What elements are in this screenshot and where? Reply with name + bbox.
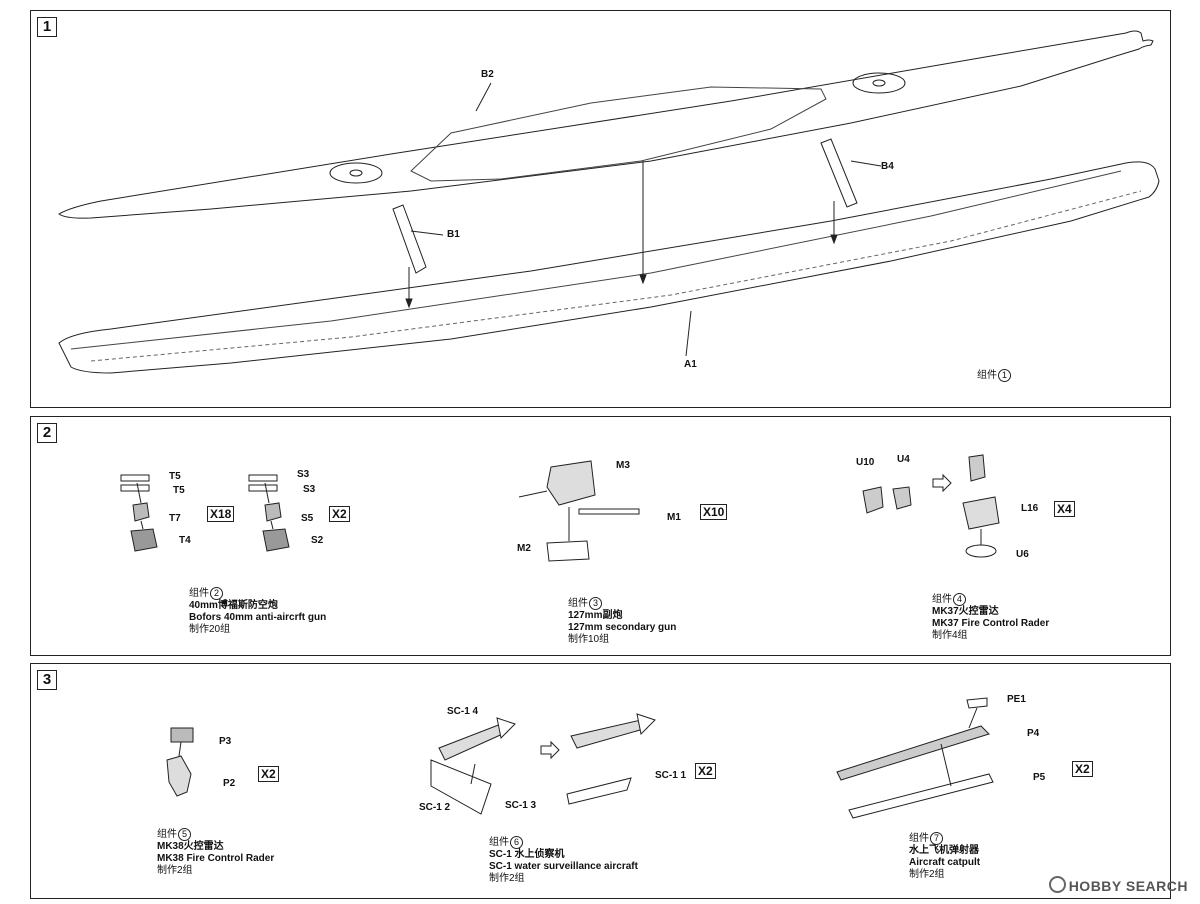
label-pe1: PE1 — [1007, 694, 1026, 705]
label-a1: A1 — [684, 359, 697, 370]
label-m1: M1 — [667, 512, 681, 523]
label-sc1-1: SC-1 1 — [655, 770, 687, 781]
step-number: 2 — [37, 423, 57, 443]
bulkhead-part-b4 — [821, 139, 857, 207]
label-l16: L16 — [1021, 503, 1039, 514]
label-s3-b: S3 — [303, 484, 316, 495]
multiplier-x2-catapult: X2 — [1072, 761, 1093, 777]
label-m3: M3 — [616, 460, 630, 471]
step-3-drawing — [31, 664, 1172, 900]
step-number: 1 — [37, 17, 57, 37]
multiplier-x2-mk38: X2 — [258, 766, 279, 782]
label-u6: U6 — [1016, 549, 1029, 560]
multiplier-x2-sc1: X2 — [695, 763, 716, 779]
turret-ring-fore — [853, 73, 905, 93]
label-s3-a: S3 — [297, 469, 310, 480]
label-s2: S2 — [311, 535, 324, 546]
label-p3: P3 — [219, 736, 232, 747]
label-b2: B2 — [481, 69, 494, 80]
step-number: 3 — [37, 670, 57, 690]
label-t4: T4 — [179, 535, 191, 546]
multiplier-x10: X10 — [700, 504, 728, 520]
multiplier-x2-step2: X2 — [329, 506, 350, 522]
label-t5-a: T5 — [169, 471, 181, 482]
label-b1: B1 — [447, 229, 460, 240]
hull-waterline — [91, 191, 1141, 361]
ship-assembly-drawing — [31, 11, 1172, 409]
multiplier-x18: X18 — [207, 506, 235, 522]
label-sc1-2: SC-1 2 — [419, 802, 451, 813]
label-sc1-3: SC-1 3 — [505, 800, 537, 811]
step-2-panel: 2 — [30, 416, 1171, 656]
label-u10: U10 — [856, 457, 875, 468]
watermark-logo-icon — [1048, 876, 1066, 893]
label-u4: U4 — [897, 454, 910, 465]
step-1-panel: 1 B2 — [30, 10, 1171, 408]
watermark: HOBBY SEARCH — [1048, 876, 1188, 894]
label-b4: B4 — [881, 161, 894, 172]
hull-deck-edge — [71, 171, 1121, 349]
label-sc1-4: SC-1 4 — [447, 706, 479, 717]
step-3-panel: 3 P3 P2 X2 SC-1 4 SC — [30, 663, 1171, 899]
label-t5-b: T5 — [173, 485, 185, 496]
label-p2: P2 — [223, 778, 236, 789]
step-2-drawing — [31, 417, 1172, 657]
label-p5: P5 — [1033, 772, 1046, 783]
bulkhead-part-b1 — [393, 205, 426, 273]
label-p4: P4 — [1027, 728, 1040, 739]
deck-superstructure-outline — [411, 87, 826, 181]
turret-ring-aft — [330, 163, 382, 183]
label-t7: T7 — [169, 513, 181, 524]
label-s5: S5 — [301, 513, 314, 524]
deck-part-b2 — [59, 31, 1153, 218]
multiplier-x4: X4 — [1054, 501, 1075, 517]
label-m2: M2 — [517, 543, 531, 554]
